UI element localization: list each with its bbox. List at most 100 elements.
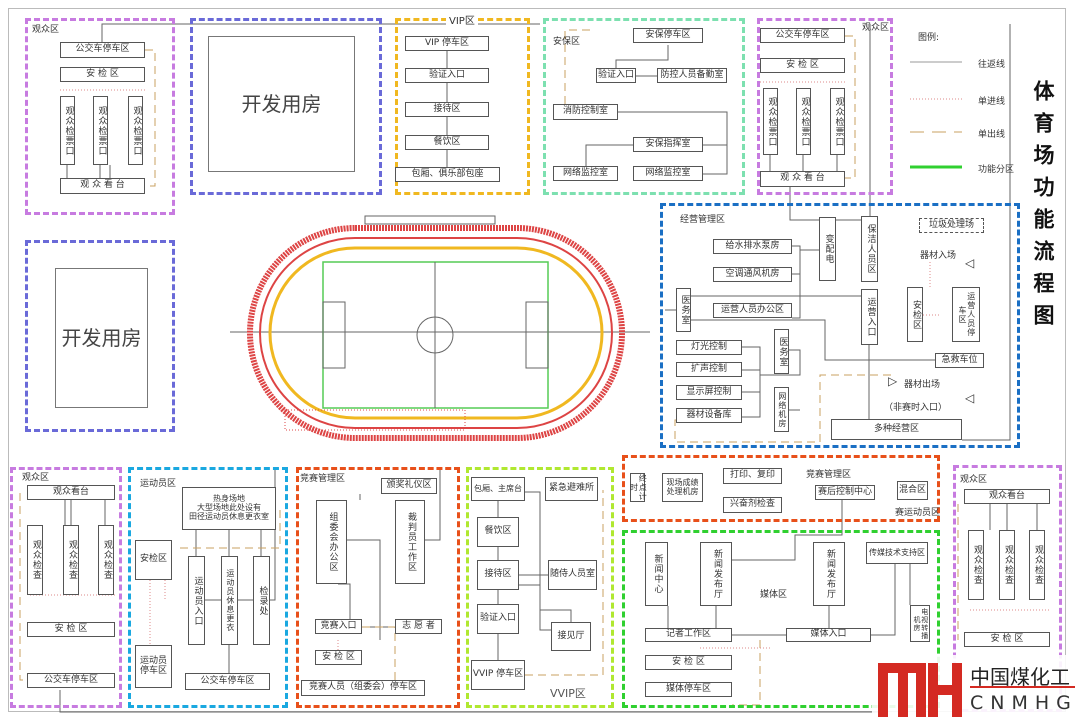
zone-label: VVIP区 (550, 687, 586, 700)
zone-label: 竞赛管理区 (300, 474, 346, 484)
mixed-zone: 混合区 (897, 481, 928, 500)
security-check: 安 检 区 (645, 655, 732, 670)
logo-mark-icon (878, 663, 962, 717)
legend-item: 功能分区 (978, 165, 1015, 175)
bus-parking: 公交车停车区 (60, 42, 145, 58)
warmup-line: 热身场地 (213, 494, 245, 504)
zone-label: 观众区 (22, 473, 50, 483)
media-zone (622, 530, 940, 708)
dining: 餐饮区 (477, 517, 519, 547)
media-tech-support: 传媒技术支持区 (866, 542, 928, 564)
ticket-gate: 观众检票口 (93, 96, 108, 165)
screen-control: 显示屏控制 (676, 385, 742, 400)
athlete-zone (128, 467, 288, 708)
attendants-room: 随侍人员室 (548, 560, 597, 590)
ticket-check: 观众检查 (63, 525, 79, 595)
zone-label: 观众区 (32, 25, 60, 35)
tv-broadcast-room: 电视转播机房 (910, 605, 930, 642)
legend-item: 单出线 (978, 130, 1006, 140)
development-housing: 开发用房 (55, 268, 148, 408)
zone-sublabel: 赛运动员区 (895, 508, 941, 518)
box-seats: 包厢、主席台 (471, 477, 525, 501)
vvip-zone (466, 467, 614, 708)
vip-parking: VIP 停车区 (405, 36, 489, 51)
ticket-check: 观众检查 (968, 530, 984, 600)
verify-entrance: 验证入口 (405, 68, 489, 83)
ticket-gate: 观众检票口 (128, 96, 143, 165)
athlete-lockers: 运动员休息更衣 (221, 556, 238, 645)
stadium-track (247, 215, 625, 441)
cnmhg-logo: 中国煤化工 CNMHG (872, 655, 1077, 721)
committee-office: 组委会办公区 (316, 500, 347, 584)
post-event-control: 赛后控制中心 (815, 485, 875, 500)
news-center: 新闻中心 (645, 542, 668, 606)
power-distribution: 变配电 (819, 217, 836, 281)
referee-office: 裁判员工作区 (395, 500, 425, 584)
check-in: 检录处 (253, 556, 270, 645)
audience-zone-bottom-left (10, 467, 122, 708)
hvac-room: 空调通风机房 (713, 267, 792, 282)
competition-mgmt-zone (622, 455, 940, 522)
security-check: 安 检 区 (760, 58, 845, 73)
triangle-icon: ◁ (965, 256, 975, 270)
athlete-entrance: 运动员入口 (188, 556, 205, 645)
diagram-title: 体育场功能流程图 (1031, 80, 1055, 336)
security-check: 安检区 (907, 287, 923, 342)
zone-label: 竞赛管理区 (806, 470, 852, 480)
logo-english: CNMHG (970, 692, 1078, 714)
verify-entrance: 验证入口 (596, 68, 636, 83)
award-ceremony: 颁奖礼仪区 (381, 478, 437, 494)
vvip-parking: VVIP 停车区 (471, 660, 525, 690)
triangle-icon: ▷ (888, 374, 898, 388)
grandstand: 观众看台 (964, 489, 1050, 504)
reception: 接待区 (477, 560, 519, 590)
ticket-check: 观众检查 (1029, 530, 1045, 600)
ticket-gate: 观众检票口 (60, 96, 75, 165)
lighting-control: 灯光控制 (676, 340, 742, 355)
bus-parking: 公交车停车区 (27, 673, 115, 688)
cleaning-staff: 保洁人员区 (861, 216, 878, 282)
logo-chinese: 中国煤化工 (970, 665, 1070, 689)
security-check: 安 检 区 (60, 67, 145, 82)
grandstand: 观众看台 (27, 485, 115, 500)
medical-room: 医务室 (676, 288, 691, 332)
security-check: 安 检 区 (964, 632, 1050, 647)
ticket-gate: 观众检票口 (763, 88, 778, 155)
ticket-gate: 观众检票口 (796, 88, 811, 155)
warmup-line: 大型场地此处设有 (197, 503, 261, 513)
dining: 餐饮区 (405, 135, 489, 150)
staff-parking: 竞赛人员（组委会）停车区 (301, 680, 425, 696)
waste-disposal: 垃圾处理场 (919, 218, 984, 233)
zone-label: 安保区 (553, 37, 581, 47)
legend-item: 往返线 (978, 60, 1006, 70)
legend-item: 单进线 (978, 97, 1006, 107)
reception: 接待区 (405, 102, 489, 117)
medical-room: 医务室 (774, 329, 789, 374)
development-housing: 开发用房 (208, 36, 355, 172)
journalist-area: 记者工作区 (645, 628, 732, 642)
legend-lines (910, 61, 962, 169)
development-zone-top (190, 18, 382, 195)
ticket-check: 观众检查 (999, 530, 1015, 600)
zone-label: 观众区 (960, 475, 988, 485)
network-monitor: 网络监控室 (553, 166, 618, 181)
finish-timing: 终点计时 (629, 473, 648, 502)
security-check: 安 检 区 (315, 650, 362, 665)
ops-entrance: 运营入口 (861, 289, 878, 345)
equipment-exit-label: 器材出场 (904, 380, 941, 390)
press-hall: 新闻发布厅 (700, 542, 732, 606)
running-track (247, 225, 625, 441)
network-room: 网络机房 (774, 387, 789, 432)
meeting-hall: 接见厅 (551, 622, 591, 651)
ops-staff-parking: 运营人员停车区 (952, 287, 980, 342)
grandstand: 观 众 看 台 (760, 171, 845, 187)
development-zone-left (25, 240, 175, 432)
ticket-gate: 观众检票口 (830, 88, 845, 155)
print-copy: 打印、复印 (723, 468, 782, 484)
ticket-check: 观众检查 (27, 525, 43, 595)
zone-label: 媒体区 (760, 590, 788, 600)
ambulance-spot: 急救车位 (935, 353, 984, 368)
operations-zone (660, 203, 1020, 448)
commercial-area: 多种经营区 (831, 419, 962, 440)
